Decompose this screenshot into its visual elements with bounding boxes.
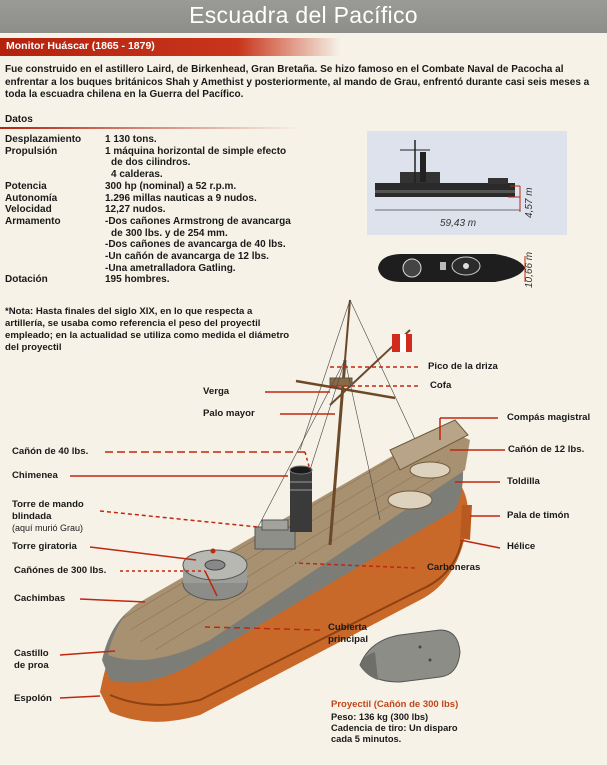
- spec-row: Potencia 300 hp (nominal) a 52 r.p.m.: [5, 181, 305, 193]
- label-canon-40: Cañón de 40 lbs.: [12, 446, 89, 457]
- spec-row: Velocidad 12,27 nudos.: [5, 204, 305, 216]
- spec-value: 195 hombres.: [105, 274, 170, 286]
- spec-value: de 300 lbs. y de 254 mm.: [111, 227, 228, 239]
- spec-key: Desplazamiento: [5, 134, 82, 145]
- datos-heading: Datos: [5, 114, 33, 125]
- spec-key: Dotación: [5, 274, 48, 286]
- header-banner: Escuadra del Pacífico: [0, 0, 607, 33]
- spec-row: Propulsión 1 máquina horizontal de simple…: [5, 146, 305, 158]
- spec-row: Autonomía 1.296 millas nauticas a 9 nudos…: [5, 193, 305, 205]
- label-pala-timon: Pala de timón: [507, 510, 570, 521]
- spec-value: -Dos cañones de avancarga de 40 lbs.: [105, 239, 286, 251]
- label-cofa: Cofa: [430, 380, 452, 391]
- label-torre-giratoria: Torre giratoria: [12, 541, 77, 552]
- length-dimension: 59,43 m: [440, 218, 476, 229]
- spec-value: 300 hp (nominal) a 52 r.p.m.: [105, 180, 237, 192]
- callout-lines: [59, 366, 505, 699]
- label-cachimbas: Cachimbas: [14, 593, 66, 604]
- spec-key: Velocidad: [5, 204, 52, 216]
- spec-key: Propulsión: [5, 145, 58, 157]
- note-paragraph: *Nota: Hasta finales del siglo XIX, en l…: [5, 306, 290, 353]
- spec-value: 12,27 nudos.: [105, 204, 166, 216]
- label-compas-magistral: Compás magistral: [507, 412, 591, 423]
- spec-value: 1 máquina horizontal de simple efecto: [105, 145, 287, 157]
- spec-row: -Dos cañones de avancarga de 40 lbs.: [5, 239, 305, 251]
- label-canones-300: Cañónes de 300 lbs.: [14, 565, 107, 576]
- spec-value: de dos cilindros.: [111, 157, 191, 169]
- datos-divider: [0, 127, 300, 129]
- spec-row: de 300 lbs. y de 254 mm.: [5, 228, 305, 240]
- projectile-title: Proyectil (Cañón de 300 lbs): [331, 699, 459, 710]
- spec-key: Potencia: [5, 180, 47, 192]
- spec-value: -Una ametralladora Gatling.: [105, 262, 236, 274]
- label-helice: Hélice: [507, 541, 536, 552]
- label-palo-mayor: Palo mayor: [203, 408, 255, 419]
- spec-value: -Un cañón de avancarga de 12 lbs.: [105, 251, 269, 263]
- ship-main-drawing: [100, 299, 472, 722]
- spec-value: 1.296 millas nauticas a 9 nudos.: [105, 192, 257, 204]
- label-pico-driza: Pico de la driza: [428, 361, 498, 372]
- side-profile-drawing: [375, 140, 521, 212]
- label-torre-mando: Torre de mando: [12, 499, 84, 510]
- spec-key: Armamento: [5, 215, 61, 227]
- label-chimenea: Chimenea: [12, 470, 58, 481]
- label-toldilla: Toldilla: [507, 476, 540, 487]
- label-espolon: Espolón: [14, 693, 52, 704]
- spec-row: -Un cañón de avancarga de 12 lbs.: [5, 251, 305, 263]
- label-cubierta: Cubierta: [328, 622, 367, 633]
- projectile-details: Peso: 136 kg (300 lbs) Cadencia de tiro:…: [331, 712, 471, 745]
- specs-table: Desplazamiento 1 130 tons. Propulsión 1 máq…: [5, 134, 305, 286]
- spec-value: -Dos cañones Armstrong de avancarga: [105, 215, 291, 227]
- label-aqui-murio-grau: (aquí murió Grau): [12, 523, 84, 533]
- label-carboneras: Carboneras: [427, 562, 481, 573]
- projectile-weight: Peso: 136 kg (300 lbs): [331, 712, 429, 722]
- label-castillo: Castillo: [14, 648, 49, 659]
- spec-value: 4 calderas.: [111, 169, 163, 181]
- spec-row: Dotación 195 hombres.: [5, 274, 305, 286]
- spec-row: 4 calderas.: [5, 169, 305, 181]
- section-title: Monitor Huáscar (1865 - 1879): [6, 40, 155, 52]
- page-title: Escuadra del Pacífico: [189, 2, 418, 28]
- intro-paragraph: Fue construido en el astillero Laird, de…: [5, 64, 590, 100]
- label-canon-12: Cañón de 12 lbs.: [508, 444, 585, 455]
- spec-row: -Una ametralladora Gatling.: [5, 263, 305, 275]
- spec-key: Autonomía: [5, 192, 58, 204]
- top-plan-drawing: [378, 254, 526, 282]
- label-verga: Verga: [203, 386, 230, 397]
- label-castillo-de-proa: de proa: [14, 660, 49, 671]
- spec-row: Desplazamiento 1 130 tons.: [5, 134, 305, 146]
- spec-row: Armamento -Dos cañones Armstrong de avanc…: [5, 216, 305, 228]
- spec-value: 1 130 tons.: [105, 134, 157, 145]
- beam-dimension: 10,66 m: [524, 252, 535, 288]
- height-dimension: 4,57 m: [524, 187, 535, 218]
- section-title-bar: Monitor Huáscar (1865 - 1879): [0, 38, 340, 56]
- spec-row: de dos cilindros.: [5, 157, 305, 169]
- projectile-rate: Cadencia de tiro: Un disparo cada 5 minu…: [331, 723, 458, 744]
- label-cubierta-principal: principal: [328, 634, 368, 645]
- label-torre-mando-blindada: blindada: [12, 511, 52, 522]
